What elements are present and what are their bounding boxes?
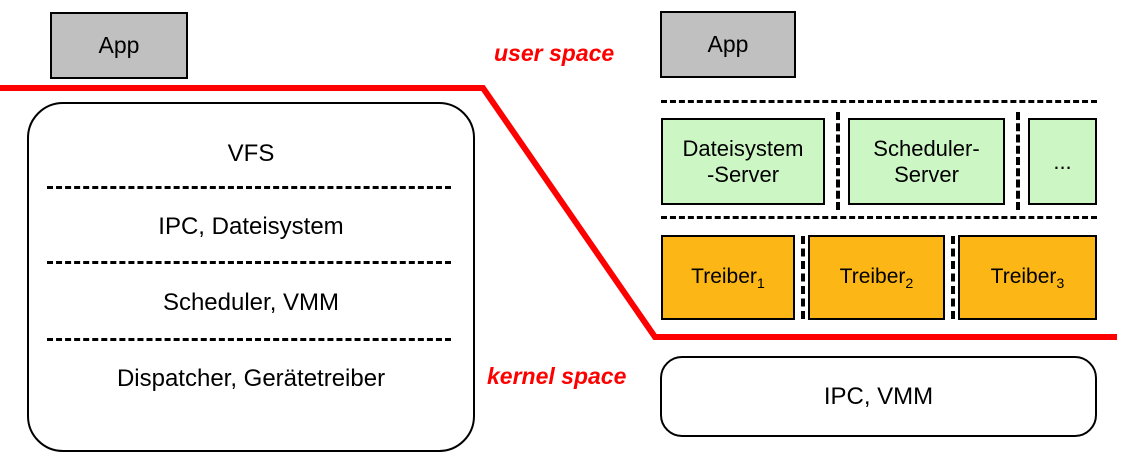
server-box-more: ...	[1028, 118, 1097, 205]
monolithic-separator-2	[47, 261, 451, 264]
monolithic-separator-3	[47, 338, 451, 341]
server-box-scheduler: Scheduler- Server	[848, 118, 1005, 205]
monolithic-kernel-shell: VFS IPC, Dateisystem Scheduler, VMM Disp…	[27, 102, 475, 452]
driver-2-label: Treiber2	[839, 265, 914, 292]
server-filesystem-line2: -Server	[706, 161, 780, 187]
microkernel-server-divider-1	[836, 112, 840, 210]
monolithic-separator-1	[47, 186, 451, 189]
microkernel-core-label: IPC, VMM	[823, 382, 934, 410]
microkernel-driver-divider-2	[951, 236, 955, 319]
kernel-space-label: kernel space	[487, 363, 627, 389]
microkernel-core-box: IPC, VMM	[660, 356, 1097, 437]
driver-box-3: Treiber3	[958, 235, 1097, 320]
server-scheduler-line2: Server	[894, 161, 959, 187]
monolithic-layer-dispatcher-drivers: Dispatcher, Gerätetreiber	[116, 365, 386, 392]
driver-1-label: Treiber1	[691, 265, 765, 292]
microkernel-server-top-separator	[661, 100, 1097, 103]
driver-3-label: Treiber3	[990, 265, 1065, 292]
monolithic-app-box: App	[50, 12, 188, 79]
monolithic-layer-scheduler-vmm: Scheduler, VMM	[162, 289, 340, 316]
microkernel-server-divider-2	[1016, 112, 1020, 210]
microkernel-app-label: App	[707, 31, 749, 58]
server-filesystem-line1: Dateisystem	[682, 136, 804, 162]
user-space-label: user space	[494, 40, 615, 66]
monolithic-app-label: App	[98, 32, 140, 59]
driver-box-1: Treiber1	[661, 235, 795, 320]
server-box-filesystem: Dateisystem -Server	[661, 118, 825, 205]
microkernel-app-box: App	[660, 11, 796, 78]
server-scheduler-line1: Scheduler-	[873, 136, 980, 162]
server-more-line1: ...	[1053, 148, 1072, 174]
microkernel-driver-divider-1	[801, 236, 805, 319]
microkernel-server-bottom-separator	[661, 216, 1097, 219]
driver-box-2: Treiber2	[808, 235, 945, 320]
monolithic-layer-ipc-fs: IPC, Dateisystem	[158, 213, 344, 240]
monolithic-layer-vfs: VFS	[227, 140, 275, 167]
